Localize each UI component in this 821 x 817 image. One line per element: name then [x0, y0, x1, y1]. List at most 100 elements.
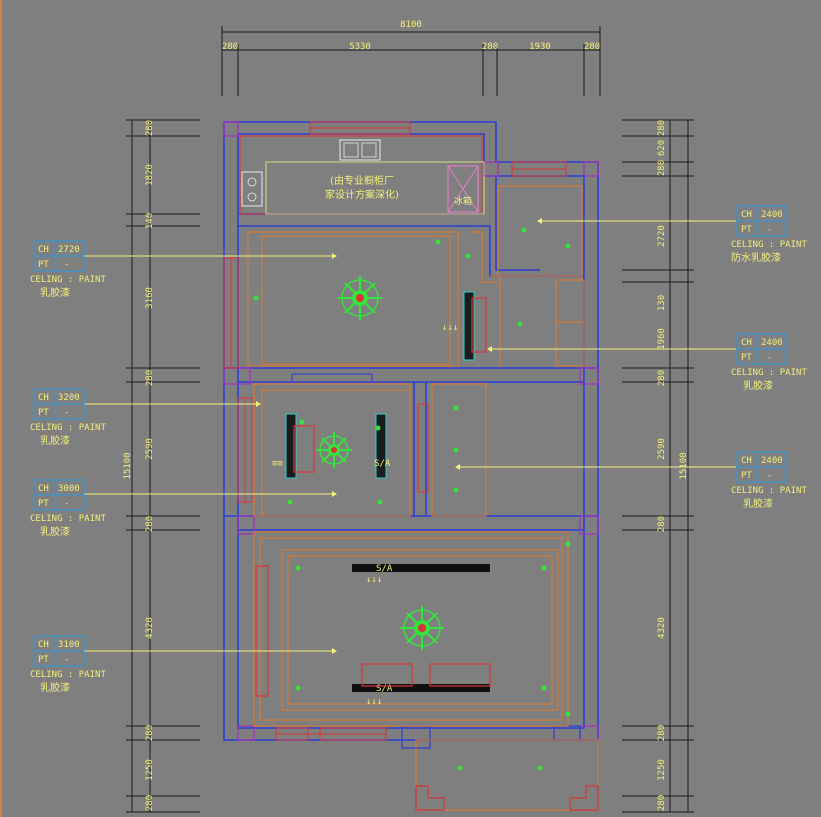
ceiling-finish: 乳胶漆	[40, 286, 70, 299]
spot-light-icon	[465, 253, 471, 259]
spot-light-icon	[537, 765, 543, 771]
ch-value: 3200	[58, 393, 80, 403]
pt-value: -	[767, 471, 772, 481]
chandelier-icon	[400, 606, 444, 650]
ceiling-tag-l4: CH 3100 PT - CELING : PAINT 乳胶漆	[30, 635, 106, 694]
pt-key: PT	[741, 471, 752, 481]
kitchen-zone: 冰箱 (由专业橱柜厂 家设计方案深化)	[239, 135, 485, 215]
leader-lines	[84, 218, 736, 654]
ch-key: CH	[741, 210, 752, 220]
left-dim-seg: 4320	[145, 617, 155, 639]
right-dim-seg: 2590	[657, 438, 667, 460]
ceiling-lamps	[253, 227, 571, 771]
pt-key: PT	[38, 260, 49, 270]
pt-key: PT	[38, 655, 49, 665]
ceiling-tag-l2: CH 3200 PT - CELING : PAINT 乳胶漆	[30, 388, 106, 447]
top-dimension-chain: 8100 280 5330 280 1930 280	[221, 20, 601, 96]
right-dim-seg: 280	[657, 516, 667, 532]
balcony	[415, 739, 599, 811]
left-dimension-chain: 15100 280 1820 140 3160 280 2590 280 432…	[123, 119, 200, 813]
ceiling-material: CELING : PAINT	[30, 275, 106, 285]
ch-key: CH	[38, 640, 49, 650]
ch-value: 3100	[58, 640, 80, 650]
top-dim-seg: 280	[482, 42, 498, 52]
right-dim-seg: 280	[657, 725, 667, 741]
zone-lower-hall: S/A S/A ↓↓↓ ↓↓↓	[253, 531, 569, 727]
spot-light-icon	[541, 565, 547, 571]
sa-label-bottom: S/A	[376, 684, 393, 694]
left-dim-total: 15100	[123, 452, 133, 479]
spot-light-icon	[541, 685, 547, 691]
ceiling-finish: 乳胶漆	[40, 434, 70, 447]
ceiling-finish: 防水乳胶漆	[731, 251, 781, 264]
stove-icon	[241, 171, 263, 207]
sa-label-top: S/A	[376, 564, 393, 574]
cabinet-note-line1: (由专业橱柜厂	[330, 174, 394, 187]
left-dim-seg: 280	[145, 795, 155, 811]
svg-text:↓↓↓: ↓↓↓	[442, 323, 458, 333]
top-dim-seg: 280	[584, 42, 600, 52]
right-dim-seg: 130	[657, 295, 667, 311]
pt-key: PT	[38, 499, 49, 509]
left-dim-seg: 1250	[145, 759, 155, 781]
pt-key: PT	[741, 353, 752, 363]
spot-light-icon	[295, 565, 301, 571]
ch-key: CH	[38, 393, 49, 403]
right-dim-seg: 280	[657, 795, 667, 811]
spot-light-icon	[453, 405, 459, 411]
ch-value: 2400	[761, 210, 783, 220]
right-dim-seg: 1960	[657, 328, 667, 350]
left-dim-seg: 280	[145, 516, 155, 532]
cabinet-note-line2: 家设计方案深化)	[325, 188, 399, 201]
right-dim-seg: 2720	[657, 225, 667, 247]
ceiling-tag-l1: CH 2720 PT - CELING : PAINT 乳胶漆	[30, 240, 106, 299]
left-dim-seg: 2590	[145, 438, 155, 460]
ceiling-finish: 乳胶漆	[743, 379, 773, 392]
right-dim-seg: 620	[657, 140, 667, 156]
right-dim-seg: 280	[657, 370, 667, 386]
windows	[223, 121, 567, 741]
ceiling-material: CELING : PAINT	[731, 368, 807, 378]
top-dim-seg: 5330	[349, 42, 371, 52]
ceiling-tag-r2: CH 2400 PT - CELING : PAINT 乳胶漆	[731, 333, 807, 392]
pt-key: PT	[38, 408, 49, 418]
ceiling-finish: 乳胶漆	[40, 525, 70, 538]
pt-value: -	[64, 408, 69, 418]
pt-value: -	[767, 353, 772, 363]
ceiling-tag-r3: CH 2400 PT - CELING : PAINT 乳胶漆	[731, 451, 807, 510]
spot-light-icon	[295, 685, 301, 691]
right-dim-total: 15100	[679, 452, 689, 479]
pt-value: -	[767, 225, 772, 235]
svg-text:↓↓↓: ↓↓↓	[366, 575, 382, 585]
left-dim-seg: 140	[145, 213, 155, 229]
ch-key: CH	[741, 456, 752, 466]
spot-light-icon	[453, 447, 459, 453]
ceiling-material: CELING : PAINT	[30, 670, 106, 680]
ch-value: 2400	[761, 456, 783, 466]
spot-light-icon	[457, 765, 463, 771]
spot-light-icon	[435, 239, 441, 245]
svg-text:≡≡: ≡≡	[272, 459, 283, 469]
svg-text:S/A: S/A	[374, 459, 391, 469]
left-dim-seg: 3160	[145, 287, 155, 309]
spot-light-icon	[517, 321, 523, 327]
ceiling-tag-l3: CH 3000 PT - CELING : PAINT 乳胶漆	[30, 479, 106, 538]
ch-value: 2400	[761, 338, 783, 348]
right-dimension-chain: 15100 280 620 280 2720 130 1960 280 2590…	[622, 119, 694, 813]
svg-text:↓↓↓: ↓↓↓	[366, 697, 382, 707]
spot-light-icon	[377, 499, 383, 505]
right-dim-seg: 4320	[657, 617, 667, 639]
right-dim-seg: 1250	[657, 759, 667, 781]
pt-value: -	[64, 655, 69, 665]
ceiling-material: CELING : PAINT	[731, 486, 807, 496]
ceiling-finish: 乳胶漆	[743, 497, 773, 510]
spot-light-icon	[565, 711, 571, 717]
chandelier-icon	[316, 432, 352, 468]
ch-value: 2720	[58, 245, 80, 255]
ch-key: CH	[38, 484, 49, 494]
floor-plan-walls	[223, 121, 599, 749]
ch-key: CH	[38, 245, 49, 255]
left-dim-seg: 280	[145, 725, 155, 741]
